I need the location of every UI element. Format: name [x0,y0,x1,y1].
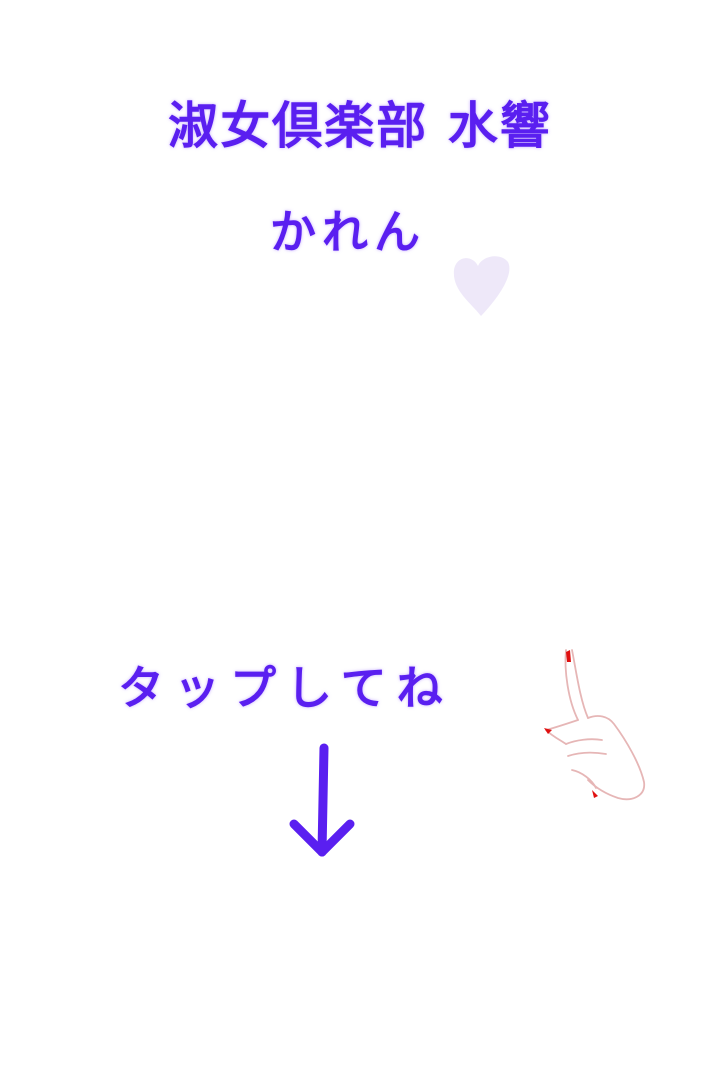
heart-icon [453,256,510,316]
page-title: 淑女倶楽部 水響 [168,97,552,155]
pointing-hand-icon [544,649,645,801]
tap-prompt[interactable]: タップしてね [118,661,453,715]
profile-name: かれん [270,205,426,259]
arrow-down-icon[interactable] [286,740,358,862]
